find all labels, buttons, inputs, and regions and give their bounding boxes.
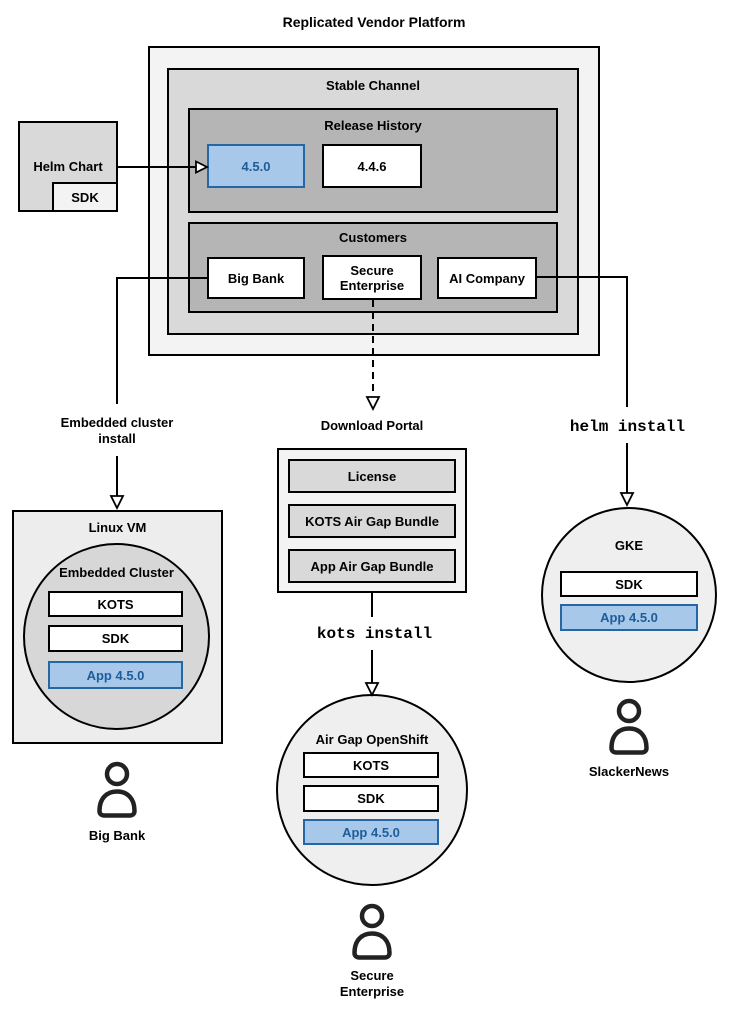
- gke-arrowhead-icon: [621, 493, 633, 505]
- helm-chart-arrowhead-icon: [196, 162, 207, 173]
- linux-vm-arrowhead-icon: [111, 496, 123, 508]
- download-portal-arrowhead-icon: [367, 397, 379, 409]
- openshift-arrowhead-icon: [366, 683, 378, 695]
- big-bank-connector-line: [117, 278, 207, 404]
- ai-company-connector-line: [537, 277, 627, 407]
